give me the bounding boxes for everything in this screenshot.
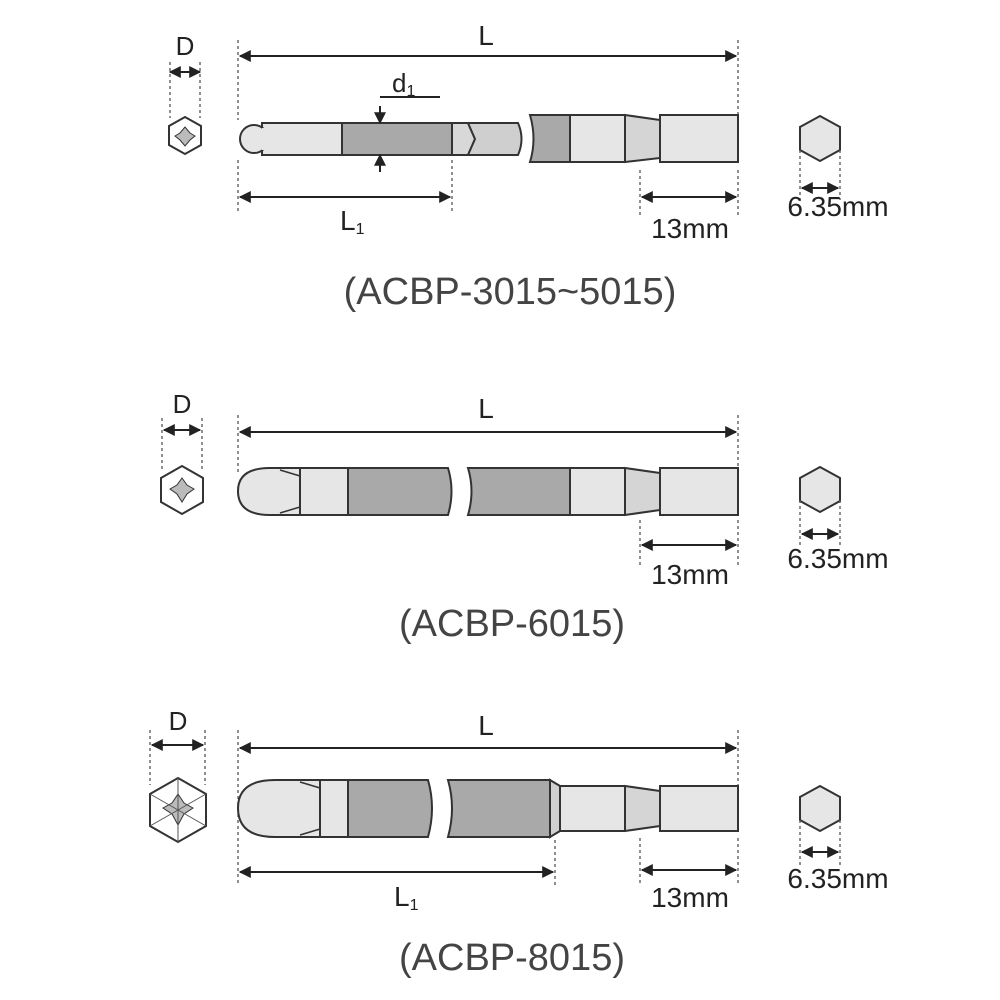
hex-size-label: 6.35mm (787, 191, 888, 222)
bit-body-right (466, 466, 739, 517)
tip-end-view-icon (160, 464, 204, 516)
diagram-3: D L L1 13 (149, 706, 889, 979)
model-caption: (ACBP-6015) (399, 603, 625, 645)
bit-body-left (236, 467, 453, 516)
hex-size-label: 6.35mm (787, 543, 888, 574)
d1-label: d1 (392, 68, 415, 100)
bit-body-left (239, 122, 523, 156)
d-label: D (169, 706, 188, 736)
shank-length-label: 13mm (651, 213, 729, 244)
l-label: L (478, 393, 494, 424)
tip-end-view-icon (168, 115, 202, 156)
d-label: D (176, 31, 195, 61)
diagram-1: D L d1 (168, 20, 889, 313)
d-label: D (173, 389, 192, 419)
hex-size-label: 6.35mm (787, 863, 888, 894)
shank-hex-icon (799, 465, 841, 514)
model-caption: (ACBP-3015~5015) (344, 271, 677, 313)
shank-hex-icon (799, 114, 841, 163)
shank-length-label: 13mm (651, 559, 729, 590)
bit-body-right (446, 778, 739, 839)
l-label: L (478, 20, 494, 51)
shank-length-label: 13mm (651, 882, 729, 913)
model-caption: (ACBP-8015) (399, 937, 625, 979)
l-label: L (478, 710, 494, 741)
l1-label: L1 (394, 881, 419, 914)
l1-label: L1 (340, 205, 365, 238)
diagram-2: D L 13mm 6.35mm (ACBP- (160, 389, 889, 645)
shank-hex-icon (799, 784, 841, 833)
bit-body-right (528, 113, 739, 164)
bit-body-left (236, 779, 433, 838)
tip-end-view-icon (149, 776, 207, 844)
